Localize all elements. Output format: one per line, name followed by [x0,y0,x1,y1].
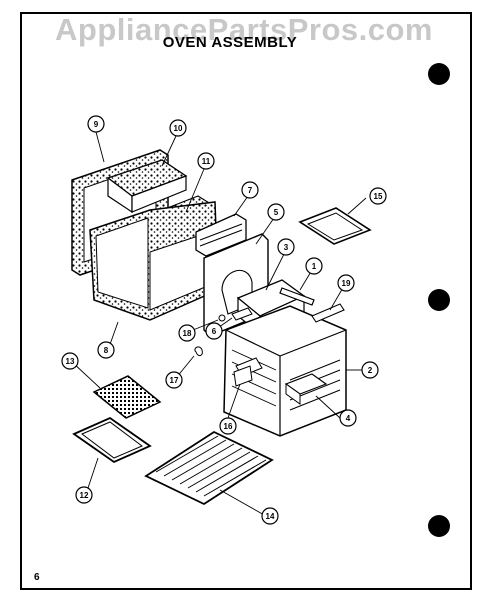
part-2-oven-cavity [223,305,347,437]
svg-text:2: 2 [368,366,373,375]
part-17-clip [194,346,203,357]
svg-text:11: 11 [202,157,211,166]
callout-3: 3 [277,238,295,256]
callout-12: 12 [75,486,93,504]
svg-text:16: 16 [224,422,233,431]
callout-8: 8 [97,341,115,359]
callout-2: 2 [361,361,379,379]
part-14-oven-rack [144,430,274,506]
watermark-text: AppliancePartsPros.com [55,12,433,47]
svg-text:19: 19 [342,279,351,288]
svg-text:15: 15 [374,192,383,201]
svg-text:13: 13 [66,357,75,366]
callout-9: 9 [87,115,105,133]
callout-11: 11 [197,152,215,170]
part-15-tray [298,207,372,245]
callout-4: 4 [339,409,357,427]
svg-text:14: 14 [266,512,275,521]
part-4-broil-pan [284,373,328,405]
callout-13: 13 [61,352,79,370]
callout-1: 1 [305,257,323,275]
binder-hole-bottom [428,515,450,537]
svg-text:9: 9 [94,120,99,129]
part-19-bracket [311,303,345,323]
page-border [20,12,472,590]
callout-6: 6 [205,322,223,340]
svg-text:12: 12 [80,491,89,500]
callout-5: 5 [267,203,285,221]
svg-text:10: 10 [174,124,183,133]
part-1-tube [279,287,315,306]
callout-16: 16 [219,417,237,435]
diagram-title: OVEN ASSEMBLY [162,34,298,51]
svg-text:8: 8 [104,346,109,355]
binder-hole-top [428,63,450,85]
callout-17: 17 [165,371,183,389]
svg-text:4: 4 [346,414,351,423]
part-10-top-insulation [106,159,188,214]
callout-18: 18 [178,324,196,342]
svg-text:6: 6 [212,327,217,336]
svg-text:7: 7 [248,186,253,195]
svg-text:3: 3 [284,243,289,252]
callout-7: 7 [241,181,259,199]
svg-text:18: 18 [183,329,192,338]
callout-10: 10 [169,119,187,137]
part-12-broiler-pan [72,416,152,464]
binder-hole-middle [428,289,450,311]
part-8-wraparound-insulation [89,201,219,321]
svg-text:17: 17 [170,376,179,385]
callout-19: 19 [337,274,355,292]
page-number: 6 [34,572,40,583]
part-6-clip [231,307,253,321]
part-18-screw [218,314,226,322]
part-13-broiler-grid [92,375,162,419]
part-16-holder [233,365,253,387]
callout-14: 14 [261,507,279,525]
svg-text:1: 1 [312,262,317,271]
svg-text:5: 5 [274,208,279,217]
callout-15: 15 [369,187,387,205]
